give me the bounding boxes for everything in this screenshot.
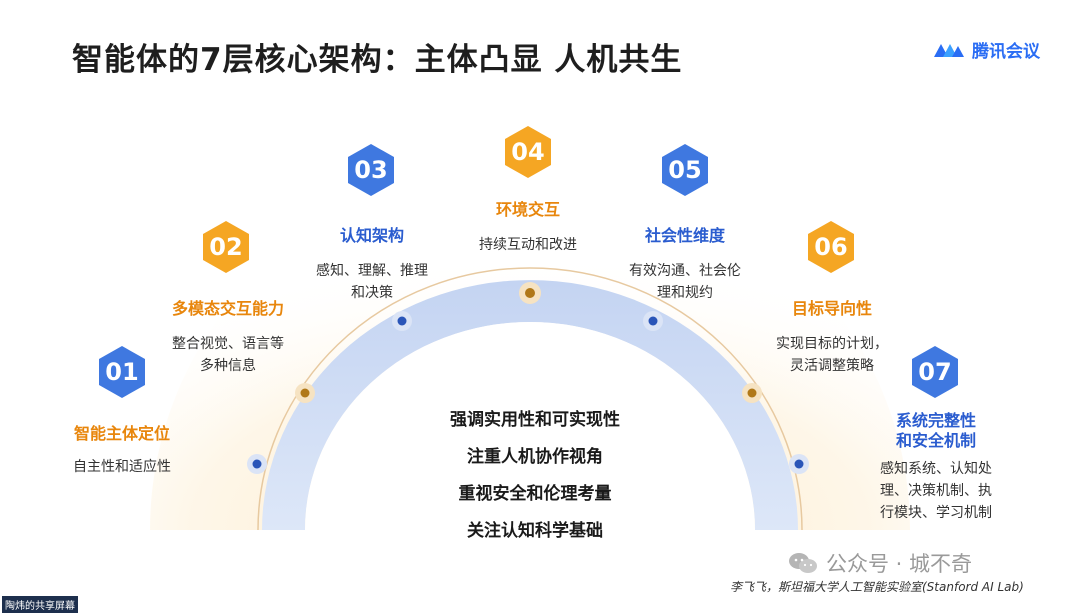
layer-02-label: 多模态交互能力 — [171, 299, 284, 318]
layer-07-hex: 07 — [909, 344, 961, 400]
layer-02-desc: 整合视觉、语言等 多种信息 — [172, 336, 284, 374]
layer-05-desc: 有效沟通、社会伦 理和规约 — [629, 263, 741, 301]
orbit-dot-6 — [742, 383, 762, 403]
layer-04-label: 环境交互 — [495, 200, 560, 219]
wechat-icon — [789, 553, 817, 573]
orbit-dot-3 — [392, 311, 412, 331]
watermark-text: 公众号 · 城不奇 — [826, 552, 973, 576]
layer-05-label: 社会性维度 — [644, 226, 725, 245]
orbit-dot-7 — [789, 454, 809, 474]
layer-06-hex: 06 — [805, 219, 857, 275]
page-title: 智能体的7层核心架构：主体凸显 人机共生 — [72, 42, 683, 78]
layer-07-desc: 感知系统、认知处 理、决策机制、执 行模块、学习机制 — [880, 461, 992, 521]
wechat-watermark: 公众号 · 城不奇 — [788, 548, 972, 578]
center-point: 注重人机协作视角 — [467, 447, 603, 467]
layer-06-desc: 实现目标的计划， 灵活调整策略 — [776, 336, 888, 374]
screen-share-tag: 陶炜的共享屏幕 — [2, 596, 78, 613]
layer-04-desc: 持续互动和改进 — [479, 237, 577, 253]
center-point: 关注认知科学基础 — [467, 521, 603, 541]
layer-01-label: 智能主体定位 — [73, 424, 170, 443]
source-footer: 李飞飞，斯坦福大学人工智能实验室(Stanford AI Lab) — [730, 580, 1024, 594]
layer-01-desc: 自主性和适应性 — [73, 459, 171, 475]
blue-arc-band — [262, 280, 798, 530]
layer-03-desc: 感知、理解、推理 和决策 — [316, 263, 428, 301]
layer-03-hex: 03 — [345, 142, 397, 198]
brand-logo: 腾讯会议 — [932, 37, 1040, 62]
layer-01-hex: 01 — [96, 344, 148, 400]
layer-03-label: 认知架构 — [339, 226, 404, 245]
layer-04-hex: 04 — [502, 124, 554, 180]
layer-07-label: 系统完整性 和安全机制 — [895, 411, 976, 450]
layer-02-hex: 02 — [200, 219, 252, 275]
layer-06-label: 目标导向性 — [791, 299, 872, 318]
center-point: 重视安全和伦理考量 — [458, 484, 612, 504]
orbit-line — [257, 267, 803, 531]
tencent-meeting-icon — [934, 43, 964, 57]
orbit-dot-2 — [295, 383, 315, 403]
orbit-dot-1 — [247, 454, 267, 474]
inner-area — [305, 322, 755, 530]
center-point: 强调实用性和可实现性 — [450, 410, 620, 430]
orbit-dot-5 — [643, 311, 663, 331]
center-principles: 强调实用性和可实现性 注重人机协作视角 重视安全和伦理考量 关注认知科学基础 — [400, 402, 670, 550]
layer-05-hex: 05 — [659, 142, 711, 198]
orbit-dot-4 — [519, 282, 541, 304]
brand-name: 腾讯会议 — [972, 42, 1040, 62]
